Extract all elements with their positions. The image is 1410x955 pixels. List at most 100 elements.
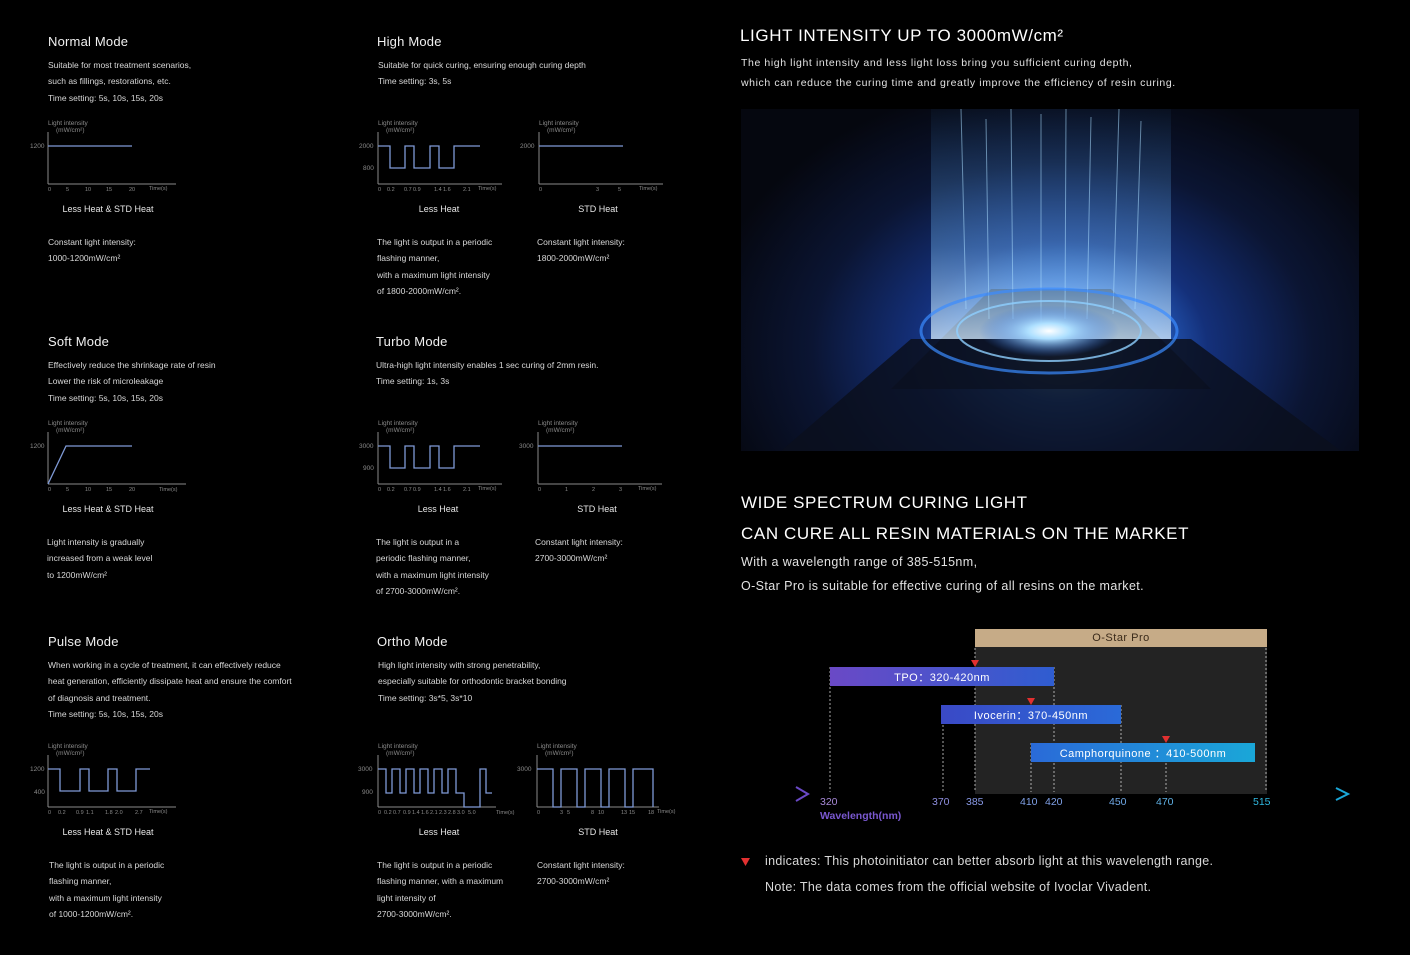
y-axis-unit: (mW/cm²) (56, 427, 85, 434)
y-axis-title: Light intensity (378, 420, 418, 427)
y-axis-unit: (mW/cm²) (56, 750, 85, 757)
spectrum-description: With a wavelength range of 385-515nm, O-… (741, 550, 1144, 598)
x-tick: 0.7 (393, 810, 401, 816)
x-tick: 2.8 (448, 810, 456, 816)
note-line: with a maximum light intensity (377, 269, 490, 280)
normal-mode-note: Constant light intensity: 1000-1200mW/cm… (48, 234, 136, 267)
turbo-mode-note-std-heat: Constant light intensity: 2700-3000mW/cm… (535, 534, 623, 567)
camphorquinone-marker (1162, 736, 1170, 743)
y-tick: 900 (363, 465, 374, 472)
x-axis-title: Time(s) (149, 186, 168, 192)
heading-line: WIDE SPECTRUM CURING LIGHT (741, 493, 1028, 512)
x-axis-title: Time(s) (478, 186, 497, 192)
y-axis-unit: (mW/cm²) (386, 427, 415, 434)
y-axis-unit: (mW/cm²) (386, 127, 415, 134)
y-tick: 2000 (520, 143, 535, 150)
ramp-line (47, 445, 132, 485)
x-tick: 13 (621, 810, 627, 816)
x-axis-title: Time(s) (657, 809, 676, 815)
x-tick: 3 (619, 487, 622, 493)
turbo-mode-caption-less-heat: Less Heat (417, 504, 459, 514)
turbo-mode-caption-std-heat: STD Heat (577, 504, 617, 514)
y-axis-title: Light intensity (48, 420, 88, 427)
wavelength-tick: 320 (820, 796, 838, 808)
ivocerin-marker (1027, 698, 1035, 705)
x-tick: 1.8 (105, 810, 113, 816)
x-tick: 0 (378, 810, 381, 816)
x-tick: 3.0 (457, 810, 465, 816)
y-axis-unit: (mW/cm²) (386, 750, 415, 757)
wavelength-tick: 420 (1045, 796, 1063, 808)
desc-line: Time setting: 1s, 3s (376, 376, 450, 387)
y-tick: 800 (363, 165, 374, 172)
x-tick: 2.0 (115, 810, 123, 816)
x-tick: 0 (378, 187, 381, 193)
desc-line: With a wavelength range of 385-515nm, (741, 555, 978, 569)
high-mode-less-heat-chart: Light intensity (mW/cm²) 2000 800 0 0.2 … (359, 120, 502, 193)
y-tick: 3000 (358, 766, 373, 773)
note-line: to 1200mW/cm² (47, 569, 107, 580)
desc-line: especially suitable for orthodontic brac… (378, 676, 567, 687)
x-tick: 0 (48, 810, 51, 816)
x-tick: 3 (596, 187, 599, 193)
x-axis-title: Time(s) (478, 486, 497, 492)
note-line: with a maximum light intensity (376, 569, 489, 580)
spectrum-heading: WIDE SPECTRUM CURING LIGHT CAN CURE ALL … (741, 487, 1189, 549)
high-mode-caption-less-heat: Less Heat (418, 204, 460, 214)
x-tick: 5 (567, 810, 570, 816)
x-tick: 2.1 (463, 487, 471, 493)
x-tick: 2.3 (439, 810, 447, 816)
note-line: The light is output in a periodic (49, 860, 165, 870)
pulse-mode-note: The light is output in a periodic flashi… (49, 857, 164, 922)
x-axis-title: Time(s) (638, 486, 657, 492)
wavelength-axis-title: Wavelength(nm) (820, 810, 902, 822)
y-axis-title: Light intensity (539, 120, 579, 127)
turbo-mode-std-heat-chart: Light intensity (mW/cm²) 3000 0 1 2 3 Ti… (519, 420, 662, 493)
x-tick: 1.6 (443, 487, 451, 493)
tpo-marker (971, 660, 979, 667)
glowing-core (979, 305, 1119, 357)
desc-line: of diagnosis and treatment. (48, 692, 151, 703)
x-tick: 20 (129, 487, 135, 493)
y-tick: 3000 (517, 766, 532, 773)
x-tick: 1.4 (412, 810, 420, 816)
note-line: The light is output in a periodic (377, 860, 493, 870)
x-axis-title: Time(s) (639, 186, 658, 192)
wavelength-tick: 515 (1253, 796, 1271, 808)
desc-line: Time setting: 5s, 10s, 15s, 20s (48, 708, 163, 719)
light-intensity-description: The high light intensity and less light … (741, 53, 1176, 93)
x-tick: 0.2 (387, 187, 395, 193)
x-tick: 20 (129, 187, 135, 193)
y-tick: 3000 (359, 443, 374, 450)
x-tick: 0.9 (76, 810, 84, 816)
x-tick: 10 (85, 187, 91, 193)
high-mode-note-less-heat: The light is output in a periodic flashi… (377, 234, 492, 299)
x-tick: 5 (66, 187, 69, 193)
note-line: with a maximum light intensity (49, 892, 162, 903)
ortho-mode-description: High light intensity with strong penetra… (378, 657, 567, 706)
wavelength-tick: 385 (966, 796, 984, 808)
high-mode-title: High Mode (377, 34, 442, 49)
desc-line: O-Star Pro is suitable for effective cur… (741, 579, 1145, 593)
y-axis-title: Light intensity (48, 743, 88, 750)
turbo-mode-description: Ultra-high light intensity enables 1 sec… (376, 357, 599, 390)
ortho-mode-note-less-heat: The light is output in a periodic flashi… (377, 857, 503, 922)
note-line: light intensity of (377, 892, 436, 903)
device-range-label: O-Star Pro (975, 629, 1267, 647)
pulse-mode-description: When working in a cycle of treatment, it… (48, 657, 292, 722)
y-tick: 1200 (30, 766, 45, 773)
note-line: of 1000-1200mW/cm². (49, 908, 134, 919)
pulse-waveform (537, 768, 654, 808)
high-mode-caption-std-heat: STD Heat (578, 204, 618, 214)
note-line: The light is output in a periodic (377, 237, 493, 247)
desc-line: which can reduce the curing time and gre… (741, 77, 1176, 89)
x-tick: 2.1 (430, 810, 438, 816)
desc-line: Time setting: 5s, 10s, 15s, 20s (48, 92, 163, 103)
y-tick: 400 (34, 789, 45, 796)
y-tick: 1200 (30, 443, 45, 450)
x-tick: 18 (648, 810, 654, 816)
hero-illustration (781, 109, 1341, 451)
light-rays (960, 109, 1142, 324)
normal-mode-chart: Light intensity (mW/cm²) 1200 0 5 10 15 … (30, 120, 176, 193)
soft-mode-caption: Less Heat & STD Heat (62, 504, 154, 514)
